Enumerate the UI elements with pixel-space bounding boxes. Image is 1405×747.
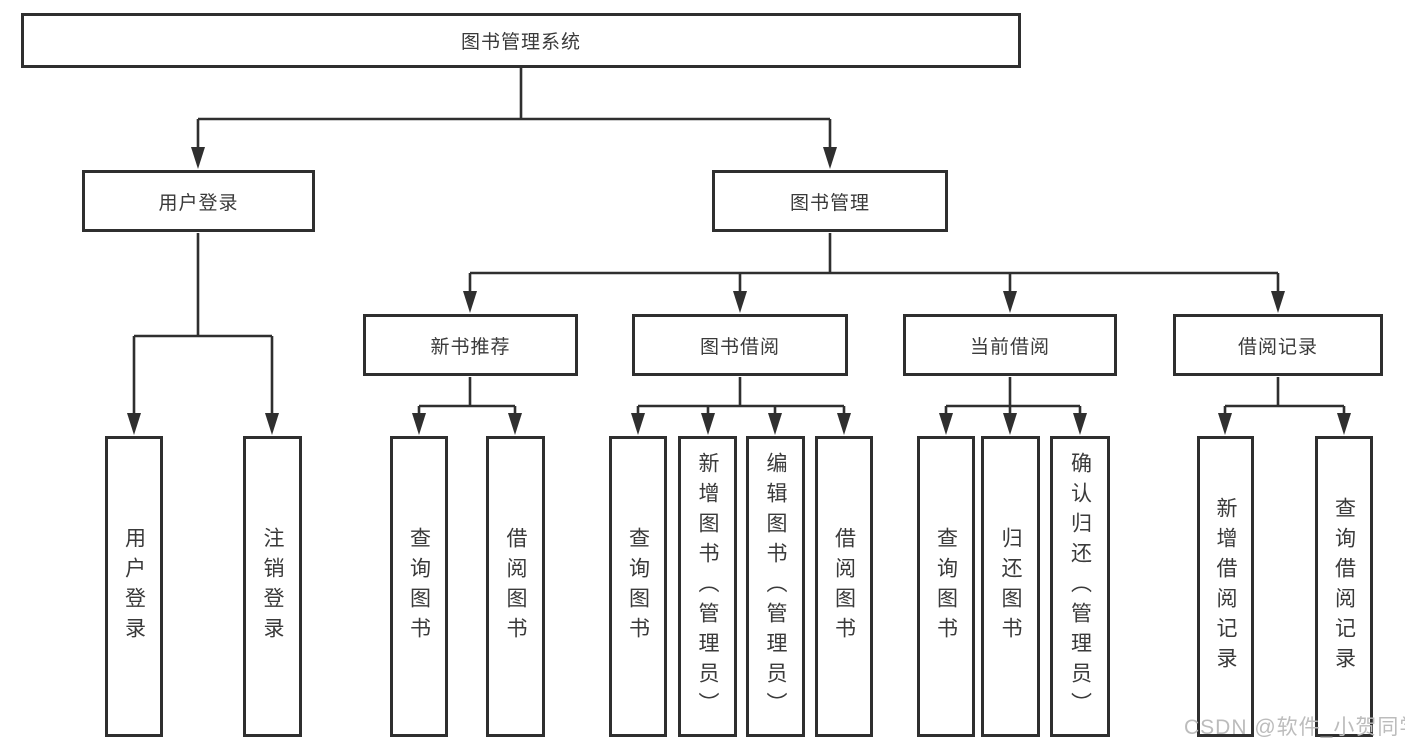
leaf-borrow-books: 借阅图书 [815, 436, 873, 737]
leaf-add-books-admin: 新增图书（管理员） [678, 436, 737, 737]
node-borrow-records: 借阅记录 [1173, 314, 1383, 376]
node-current-borrow: 当前借阅 [903, 314, 1117, 376]
leaf-user-login: 用户登录 [105, 436, 163, 737]
node-book-management-branch: 图书管理 [712, 170, 948, 232]
node-root-system: 图书管理系统 [21, 13, 1021, 68]
leaf-recommend-borrow-books: 借阅图书 [486, 436, 545, 737]
node-book-borrow: 图书借阅 [632, 314, 848, 376]
leaf-add-borrow-record: 新增借阅记录 [1197, 436, 1254, 737]
leaf-borrow-query-books: 查询图书 [609, 436, 667, 737]
node-user-login-branch: 用户登录 [82, 170, 315, 232]
leaf-return-books: 归还图书 [981, 436, 1040, 737]
leaf-recommend-query-books: 查询图书 [390, 436, 448, 737]
leaf-logout: 注销登录 [243, 436, 302, 737]
leaf-query-borrow-record: 查询借阅记录 [1315, 436, 1373, 737]
leaf-current-query-books: 查询图书 [917, 436, 975, 737]
leaf-confirm-return-admin: 确认归还（管理员） [1050, 436, 1110, 737]
node-new-book-recommend: 新书推荐 [363, 314, 578, 376]
arrowheads [127, 147, 1351, 435]
csdn-watermark: CSDN @软件_小贺同学 [1184, 716, 1405, 739]
leaf-edit-books-admin: 编辑图书（管理员） [746, 436, 805, 737]
